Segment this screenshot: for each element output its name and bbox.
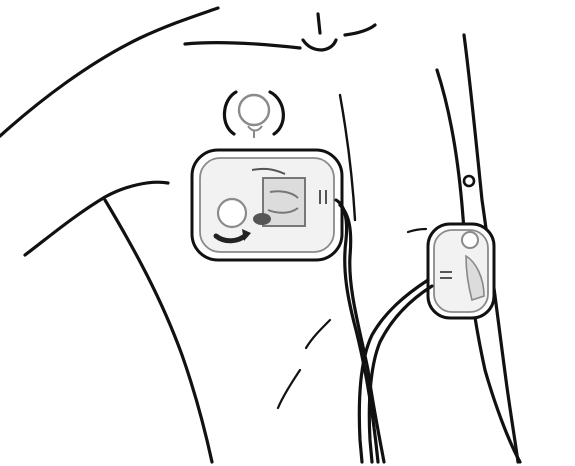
upper-right-chest-pad <box>192 150 342 260</box>
lower-left-side-pad <box>428 224 494 318</box>
